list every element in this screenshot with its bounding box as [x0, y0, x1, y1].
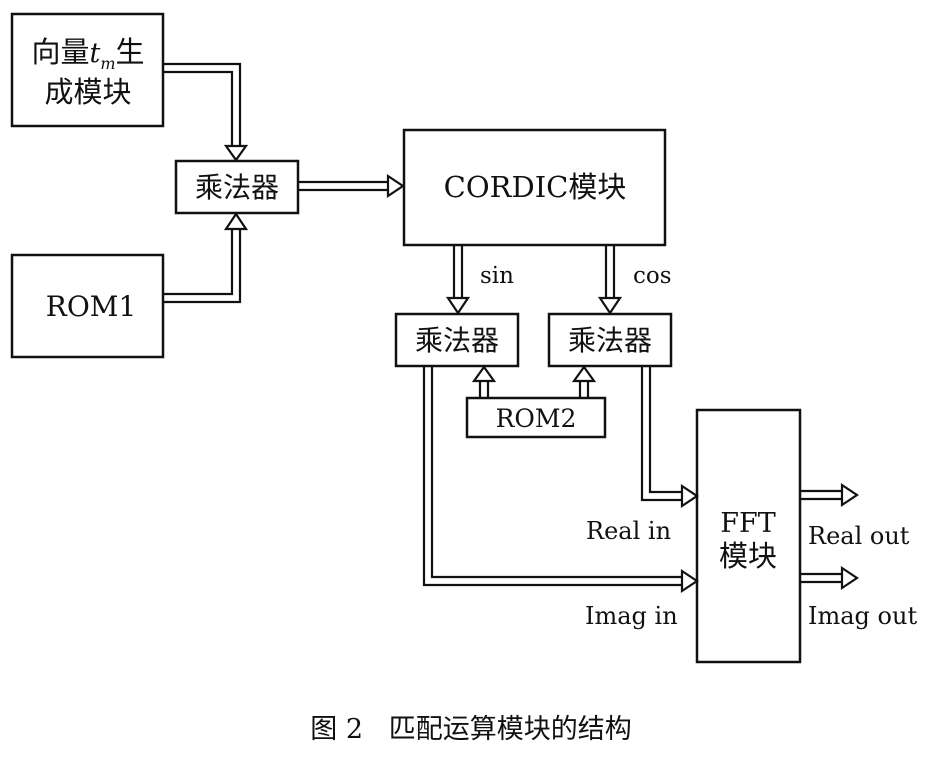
rom1-label: ROM1	[46, 290, 137, 323]
multiplier-cos-label: 乘法器	[568, 324, 652, 357]
arrow-cordic-sin	[445, 245, 471, 315]
multiplier-top-label: 乘法器	[195, 171, 279, 204]
block-boxes	[10, 12, 802, 664]
cordic-label: CORDIC模块	[444, 170, 627, 204]
imag-out-label: Imag out	[808, 602, 917, 630]
arrow-sin-to-imag-in	[422, 366, 699, 594]
rom2-label: ROM2	[496, 404, 577, 433]
multiplier-sin-label: 乘法器	[415, 324, 499, 357]
rom1-block	[10, 253, 165, 359]
fft-label-line1: FFT	[720, 508, 775, 539]
cordic-block	[402, 128, 667, 247]
arrow-imag-out	[800, 565, 859, 591]
real-out-label: Real out	[808, 522, 910, 550]
figure-caption: 图 2 匹配运算模块的结构	[310, 714, 632, 745]
arrow-rom1-to-multiplier	[163, 212, 249, 304]
arrow-real-out	[800, 482, 859, 508]
arrow-rom2-to-sin	[471, 365, 497, 398]
block-labels: 向量tm生 成模块 乘法器 ROM1 CORDIC模块 乘法器 乘法器 ROM2…	[31, 35, 777, 573]
vector-gen-label-line1: 向量tm生	[31, 35, 144, 73]
vector-gen-label-line2: 成模块	[44, 75, 131, 109]
arrow-cordic-cos	[597, 245, 623, 315]
sin-label: sin	[480, 263, 514, 289]
vector-gen-block	[10, 12, 165, 128]
arrow-vector-to-multiplier	[163, 62, 249, 162]
connections	[163, 62, 859, 594]
arrow-rom2-to-cos	[571, 365, 597, 398]
multiplier-sin-block	[394, 312, 520, 368]
fft-label-line2: 模块	[719, 539, 777, 573]
imag-in-label: Imag in	[585, 602, 678, 630]
rom2-block	[465, 396, 607, 439]
arrow-multiplier-to-cordic	[298, 173, 405, 199]
multiplier-top-block	[174, 159, 300, 215]
cos-label: cos	[633, 263, 672, 289]
signal-labels: sin cos Real in Imag in Real out Imag ou…	[480, 263, 917, 630]
fft-block	[695, 408, 802, 664]
arrow-cos-to-real-in	[640, 366, 699, 509]
real-in-label: Real in	[586, 517, 671, 545]
